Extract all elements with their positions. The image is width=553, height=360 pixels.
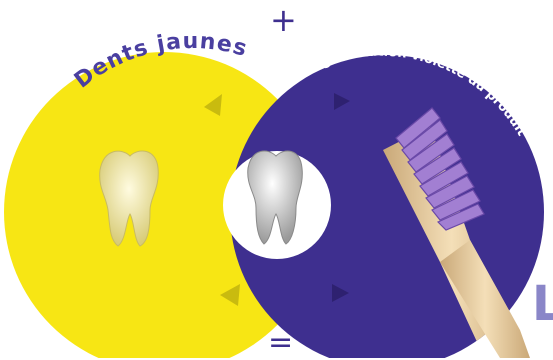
plus-sign: + <box>270 4 297 36</box>
edge-letter: L <box>532 280 553 328</box>
equals-sign: = <box>268 328 293 358</box>
